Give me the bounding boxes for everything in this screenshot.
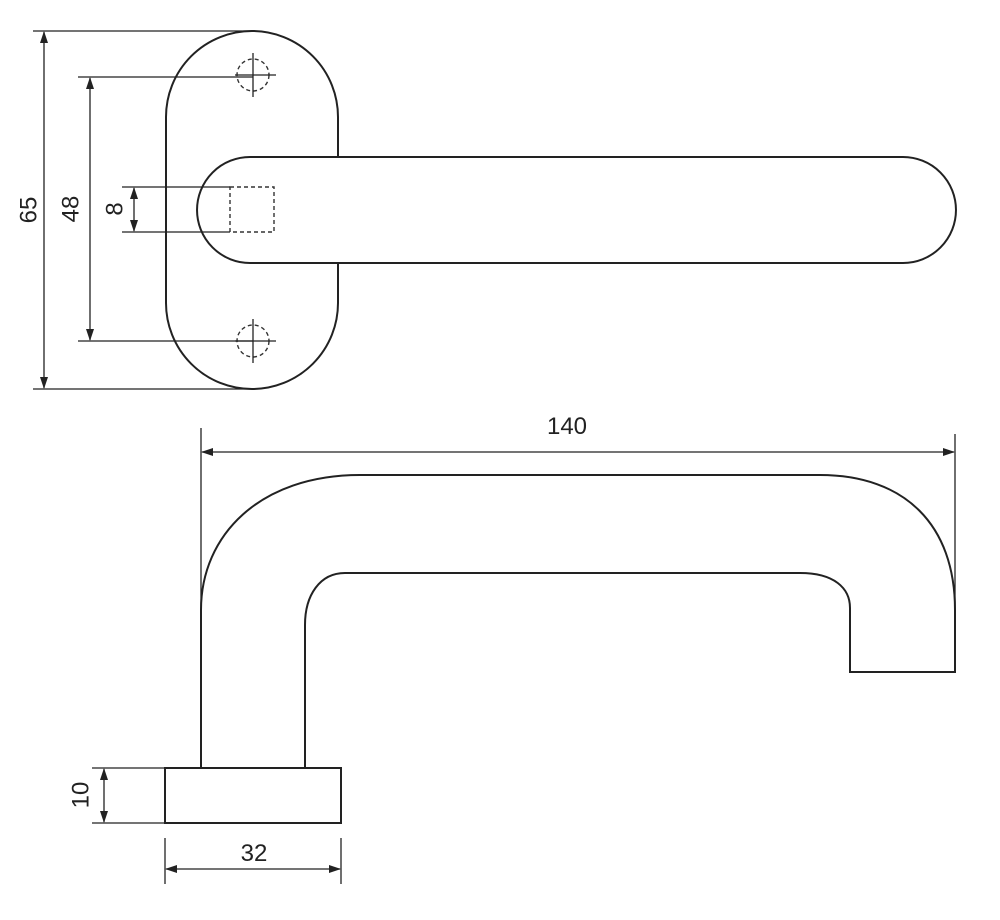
side-view: 140 10 32: [67, 413, 956, 884]
rose-outline: [164, 767, 342, 824]
dimension-lever-length: 140: [200, 413, 956, 672]
lever-profile-outline: [200, 474, 956, 768]
dimension-label-8: 8: [101, 202, 128, 215]
dimension-label-10: 10: [67, 782, 94, 809]
dimension-label-48: 48: [57, 196, 84, 223]
dimension-label-140: 140: [547, 413, 587, 440]
dimension-plate-height: 65: [15, 30, 253, 390]
dimension-screw-spacing: 48: [57, 76, 253, 342]
screw-hole-top: [235, 53, 276, 97]
dimension-label-65: 65: [15, 197, 42, 224]
dimension-spindle: 8: [101, 186, 230, 233]
front-view: 65 48 8: [15, 30, 957, 390]
spindle-hidden-outline: [229, 186, 275, 233]
dimension-rose-thickness: 10: [67, 767, 165, 824]
dimension-label-32: 32: [241, 840, 268, 867]
lever-outline: [196, 156, 957, 264]
dimension-rose-width: 32: [164, 838, 342, 884]
